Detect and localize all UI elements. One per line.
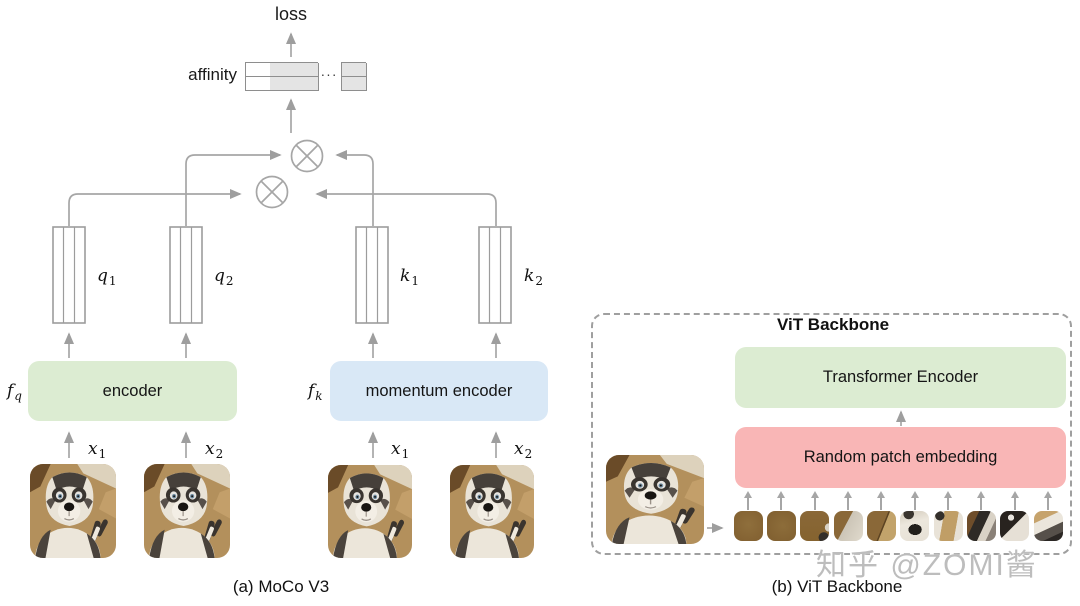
feature-label-q1: q1 xyxy=(97,266,117,289)
vit-backbone-container xyxy=(591,313,1072,555)
patch-up-arrow-icon xyxy=(741,491,756,510)
random-patch-embedding-box: Random patch embedding xyxy=(735,427,1066,488)
loss-label: loss xyxy=(274,4,307,24)
connector-q2-to-multiply xyxy=(185,149,282,226)
input-image-x1-right xyxy=(328,465,412,558)
watermark: 知乎 @ZOMI酱 xyxy=(816,549,1038,582)
multiply-node-upper-icon xyxy=(290,139,324,173)
image-patch xyxy=(933,511,963,541)
connector-q1-to-multiply xyxy=(68,188,242,226)
feature-bar-k2 xyxy=(478,226,512,324)
feature-bar-q1 xyxy=(52,226,86,324)
patch-item xyxy=(800,491,830,541)
patch-item xyxy=(833,491,863,541)
random-patch-embedding-label: Random patch embedding xyxy=(803,448,998,466)
patch-up-arrow-icon xyxy=(1041,491,1056,510)
input-label-x2-left: x2 xyxy=(205,439,224,462)
input-label-x1-right: x1 xyxy=(391,439,410,462)
patch-up-arrow-icon xyxy=(941,491,956,510)
caption-panel-a: (a) MoCo V3 xyxy=(232,577,330,596)
patch-up-arrow-icon xyxy=(1007,491,1022,510)
patch-item xyxy=(866,491,896,541)
input-label-x2-right: x2 xyxy=(514,439,533,462)
image-patch xyxy=(866,511,896,541)
patch-item xyxy=(1000,491,1030,541)
patch-up-arrow-icon xyxy=(907,491,922,510)
encoder-label: encoder xyxy=(102,381,163,400)
image-patch xyxy=(733,511,763,541)
encoder-box: encoder xyxy=(28,361,237,421)
connector-k2-to-multiply xyxy=(315,188,497,226)
image-patch xyxy=(900,511,930,541)
patch-up-arrow-icon xyxy=(841,491,856,510)
vit-backbone-title: ViT Backbone xyxy=(776,315,890,334)
affinity-matrix xyxy=(245,62,319,91)
feature-label-q2: q2 xyxy=(214,266,234,289)
connector-k1-to-multiply xyxy=(335,149,374,226)
patch-up-arrow-icon xyxy=(874,491,889,510)
patch-up-arrow-icon xyxy=(974,491,989,510)
transformer-encoder-label: Transformer Encoder xyxy=(822,368,979,386)
input-label-x1-left: x1 xyxy=(88,439,107,462)
input-image-x2-right xyxy=(450,465,534,558)
grid-cell xyxy=(354,77,367,91)
ellipsis-dots: ··· xyxy=(320,66,338,82)
affinity-label: affinity xyxy=(188,65,237,84)
patch-item xyxy=(900,491,930,541)
image-patch xyxy=(766,511,796,541)
patch-up-arrow-icon xyxy=(807,491,822,510)
grid-cell xyxy=(306,77,319,91)
grid-cell xyxy=(354,63,367,77)
grid-cell xyxy=(306,63,319,77)
patch-item xyxy=(966,491,996,541)
feature-bar-q2 xyxy=(169,226,203,324)
multiply-node-lower-icon xyxy=(255,175,289,209)
image-patch xyxy=(966,511,996,541)
momentum-encoder-box: momentum encoder xyxy=(330,361,548,421)
vit-input-image xyxy=(606,455,704,544)
patch-item xyxy=(933,491,963,541)
feature-label-k1: k1 xyxy=(400,266,419,289)
momentum-encoder-label: momentum encoder xyxy=(365,381,513,400)
patch-item xyxy=(766,491,796,541)
caption-panel-b: (b) ViT Backbone xyxy=(771,577,903,596)
feature-label-k2: k2 xyxy=(524,266,543,289)
patch-up-arrow-icon xyxy=(774,491,789,510)
fn-label-fq: fq xyxy=(7,381,22,404)
image-patch xyxy=(833,511,863,541)
transformer-encoder-box: Transformer Encoder xyxy=(735,347,1066,408)
patch-item xyxy=(1033,491,1063,541)
fn-label-fk: fk xyxy=(308,381,323,404)
feature-bar-k1 xyxy=(355,226,389,324)
image-patch xyxy=(1000,511,1030,541)
input-image-x1-left xyxy=(30,464,116,558)
input-image-x2-left xyxy=(144,464,230,558)
image-patch xyxy=(800,511,830,541)
patch-item xyxy=(733,491,763,541)
affinity-matrix-tail xyxy=(341,62,367,91)
image-patch xyxy=(1033,511,1063,541)
